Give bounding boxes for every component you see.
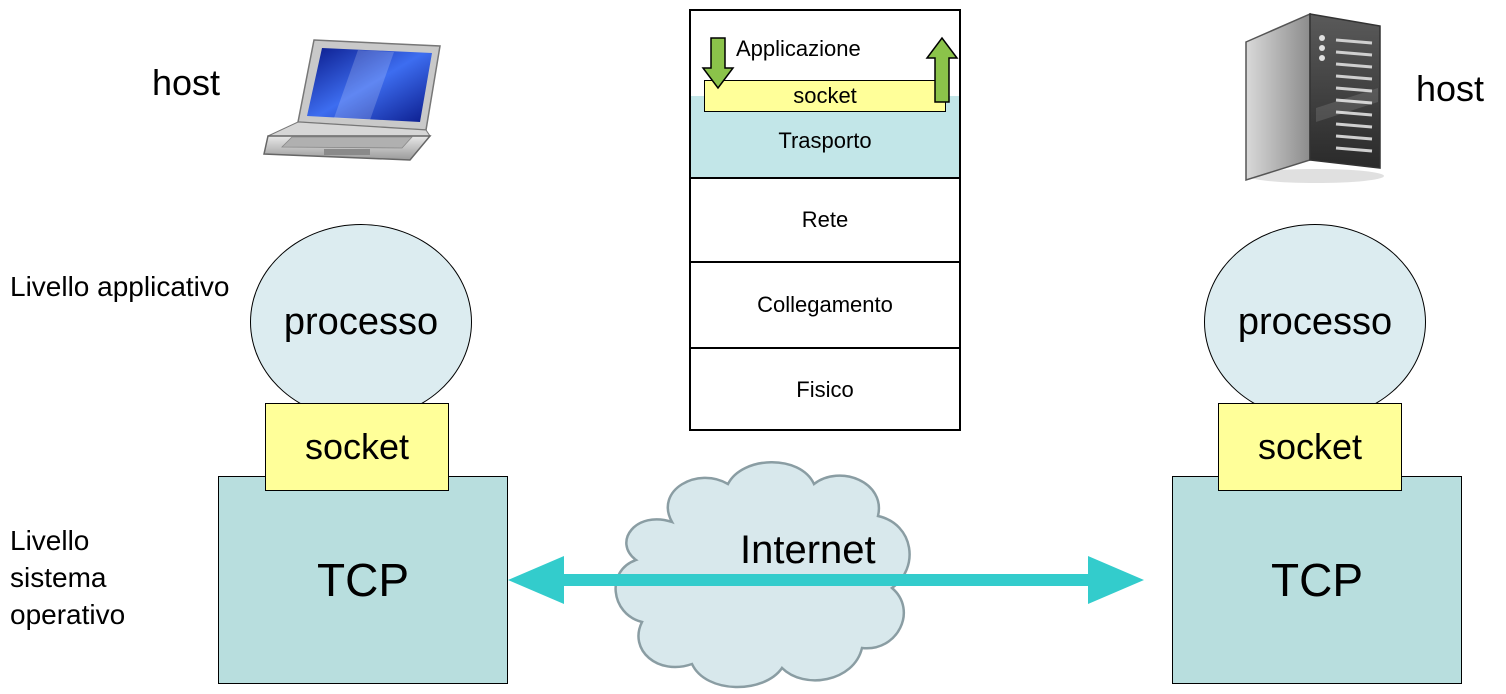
stack-socket-box: socket <box>704 80 946 112</box>
stack-application-label: Applicazione <box>736 36 861 61</box>
connection-arrow <box>508 556 1144 604</box>
stack-link-band: Collegamento <box>691 263 959 349</box>
right-socket-label: socket <box>1257 426 1363 467</box>
stack-physical-band: Fisico <box>691 349 959 431</box>
left-socket-box: socket <box>265 403 449 491</box>
left-socket-label: socket <box>304 426 410 467</box>
internet-label: Internet <box>740 528 876 572</box>
stack-network-label: Rete <box>801 207 849 232</box>
system-level-label: Livello sistema operativo <box>10 525 126 631</box>
socket-arrows <box>701 36 959 103</box>
stack-link-label: Collegamento <box>757 292 893 317</box>
down-arrow-icon <box>701 37 735 90</box>
right-tcp-label: TCP <box>1271 554 1363 606</box>
application-level-label: Livello applicativo <box>10 271 230 302</box>
left-host-label: host <box>152 62 221 103</box>
stack-transport-label: Trasporto <box>778 128 872 153</box>
right-arrowhead-icon <box>1088 556 1144 604</box>
right-process-circle: processo <box>1204 224 1426 420</box>
left-process-circle: processo <box>250 224 472 420</box>
stack-physical-label: Fisico <box>796 377 854 402</box>
stack-socket-label: socket <box>793 83 857 108</box>
right-tcp-box: TCP <box>1172 476 1462 684</box>
stack-network-band: Rete <box>691 179 959 263</box>
left-process-label: processo <box>283 300 439 343</box>
laptop-icon <box>263 39 441 161</box>
up-arrow-icon <box>925 36 959 103</box>
right-host-label: host <box>1416 68 1485 109</box>
left-arrowhead-icon <box>508 556 564 604</box>
right-socket-box: socket <box>1218 403 1402 491</box>
right-process-label: processo <box>1237 300 1393 343</box>
protocol-stack: Trasporto Rete Collegamento Fisico <box>689 9 961 431</box>
left-tcp-label: TCP <box>317 554 409 606</box>
server-icon <box>1245 12 1384 183</box>
left-tcp-box: TCP <box>218 476 508 684</box>
